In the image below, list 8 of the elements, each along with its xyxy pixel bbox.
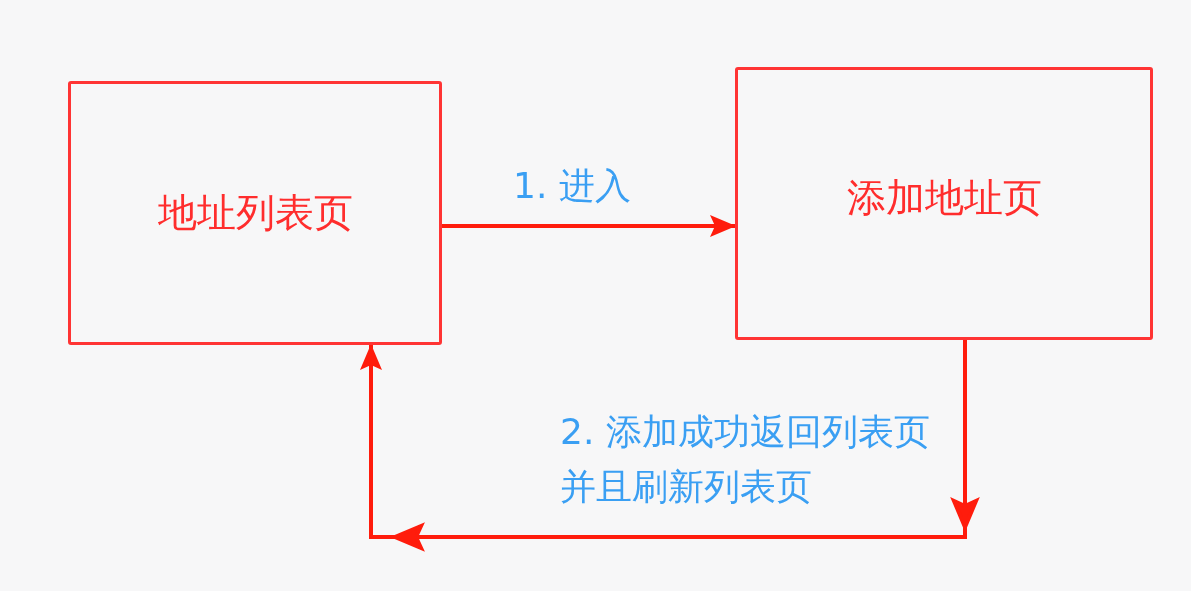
arrow (360, 338, 980, 552)
node-label: 添加地址页 (846, 175, 1042, 222)
edge-label: 2. 添加成功返回列表页并且刷新列表页 (560, 410, 930, 509)
edge-label: 1. 进入 (513, 164, 631, 208)
node-label: 地址列表页 (157, 189, 353, 237)
arrow (442, 215, 736, 237)
page-box (735, 67, 1153, 340)
page-box (68, 81, 442, 345)
